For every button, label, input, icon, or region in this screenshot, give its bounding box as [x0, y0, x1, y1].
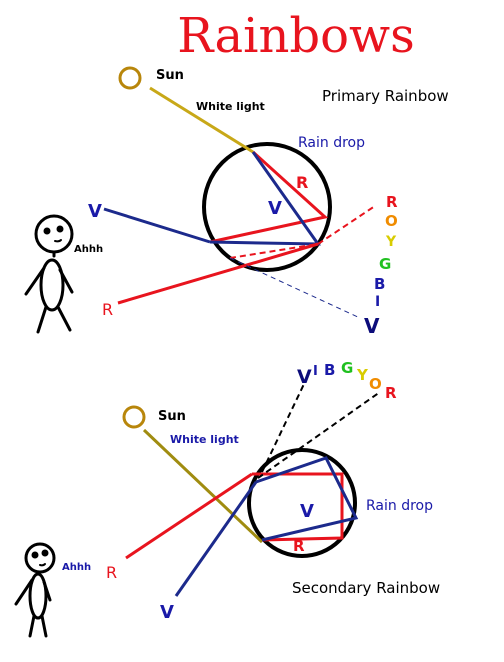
spectrum-letter: B: [324, 361, 335, 379]
internal-red-ray: [209, 150, 329, 244]
inner-violet-label: V: [268, 198, 282, 219]
incoming-white-light-ray: [142, 428, 264, 544]
secondary-spectrum: V I B G Y O R: [297, 359, 397, 402]
spectrum-letter: Y: [356, 366, 369, 384]
white-light-label: White light: [170, 433, 239, 446]
spectrum-letter: B: [374, 275, 385, 293]
incoming-violet-label: V: [88, 201, 102, 222]
observer-person-icon: [24, 214, 74, 334]
spectrum-letter: V: [297, 366, 312, 388]
internal-violet-ray: [255, 456, 359, 542]
spectrum-letter: Y: [385, 234, 397, 250]
primary-spectrum: R O Y G B I V: [364, 193, 398, 338]
spectrum-letter: O: [369, 375, 382, 393]
primary-rainbow-section: Primary Rainbow Sun White light Rain dro…: [24, 66, 449, 338]
dashed-red-extension: [317, 205, 376, 245]
internal-red-ray: [252, 472, 344, 542]
sun-label: Sun: [156, 68, 184, 83]
white-light-label: White light: [196, 100, 265, 113]
spectrum-letter: I: [375, 294, 380, 310]
rain-drop-circle: [202, 142, 332, 272]
exiting-red-ray: [117, 242, 319, 305]
rain-drop-circle: [247, 448, 357, 558]
spectrum-letter: G: [341, 359, 353, 377]
secondary-heading: Secondary Rainbow: [292, 579, 440, 597]
observer-person-icon: [14, 542, 56, 638]
sun-label: Sun: [158, 409, 186, 424]
incoming-red-label: R: [106, 563, 117, 582]
inner-red-label: R: [296, 173, 308, 192]
page-title: Rainbows: [177, 8, 414, 64]
inner-red-label: R: [293, 537, 305, 555]
dashed-violet-extension: [229, 257, 361, 319]
incoming-violet-label: V: [160, 602, 174, 623]
spectrum-letter: I: [313, 364, 318, 379]
exiting-violet-ray: [103, 207, 211, 244]
dashed-violet-extension: [261, 383, 305, 473]
spectrum-letter: O: [385, 212, 398, 230]
exiting-violet-ray: [174, 481, 258, 597]
inner-violet-label: V: [300, 501, 314, 522]
dashed-red-extension: [257, 391, 381, 479]
incoming-red-label: R: [102, 300, 113, 319]
spectrum-letter: V: [364, 314, 380, 338]
spectrum-letter: R: [385, 384, 397, 402]
rain-drop-label: Rain drop: [366, 498, 433, 514]
spectrum-letter: R: [386, 193, 398, 211]
exiting-red-ray: [125, 472, 253, 560]
incoming-white-light-ray: [149, 86, 254, 154]
spectrum-letter: G: [379, 255, 391, 273]
person-speech: Ahhh: [62, 562, 91, 573]
person-speech: Ahhh: [74, 244, 103, 255]
sun-icon: [118, 66, 142, 90]
rain-drop-label: Rain drop: [298, 135, 365, 151]
sun-icon: [122, 405, 146, 429]
secondary-rainbow-section: Secondary Rainbow Sun White light Rain d…: [14, 359, 440, 638]
primary-heading: Primary Rainbow: [322, 87, 449, 105]
dashed-red-back: [229, 243, 319, 259]
